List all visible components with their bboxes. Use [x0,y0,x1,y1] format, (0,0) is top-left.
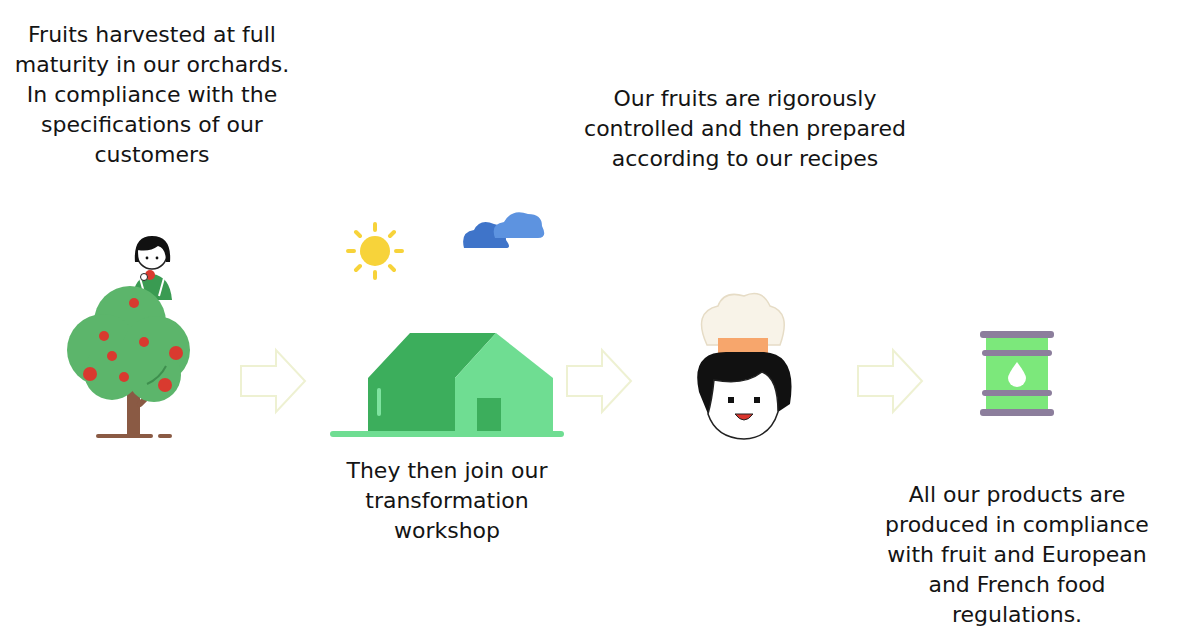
chef-face [708,372,778,439]
fruit [83,367,97,381]
fruit [129,298,139,308]
flow-arrow [858,350,922,412]
flow-arrow [241,350,305,412]
fruit [139,337,149,347]
sun-disc [360,236,390,266]
fruit [158,378,172,392]
house-door [477,398,501,431]
fruit [107,351,117,361]
girl-hand [141,274,148,281]
barrel-band [980,409,1054,416]
barrel-band [982,350,1052,356]
barrel-drop [1008,362,1026,387]
house-side [455,333,553,431]
tree-canopy [67,286,190,402]
step-caption: All our products are produced in complia… [872,480,1162,630]
chef-hat [702,294,785,345]
barrel-band [982,390,1052,396]
barrel-band [980,331,1054,338]
ground-line [96,434,153,438]
ground-line [158,434,172,438]
flow-arrows [241,350,922,412]
tree [67,286,190,438]
girl-hair [135,236,170,262]
barrel-body [986,331,1048,415]
fruit [169,346,183,360]
sun [348,224,402,278]
chef-eye [728,397,734,403]
chef-eye [754,397,760,403]
chef-mouth [735,414,753,420]
step-caption: Fruits harvested at full maturity in our… [11,20,293,170]
house-highlight [377,388,381,416]
girl-eye [156,257,159,260]
clouds [463,212,544,248]
barrel [980,331,1054,416]
sun-rays [348,224,402,278]
step-caption: Our fruits are rigorously controlled and… [580,84,910,174]
girl-eye [146,257,149,260]
fruits [83,298,183,392]
workshop-house [330,333,564,437]
step-caption: They then join our transformation worksh… [322,456,572,546]
chef [697,294,791,439]
flow-arrow [567,350,631,412]
cloud [494,212,545,238]
canopy-fill [90,340,170,380]
sun-ray [348,224,402,278]
ground-line [330,431,564,437]
fruit [119,372,129,382]
fruit [99,331,109,341]
